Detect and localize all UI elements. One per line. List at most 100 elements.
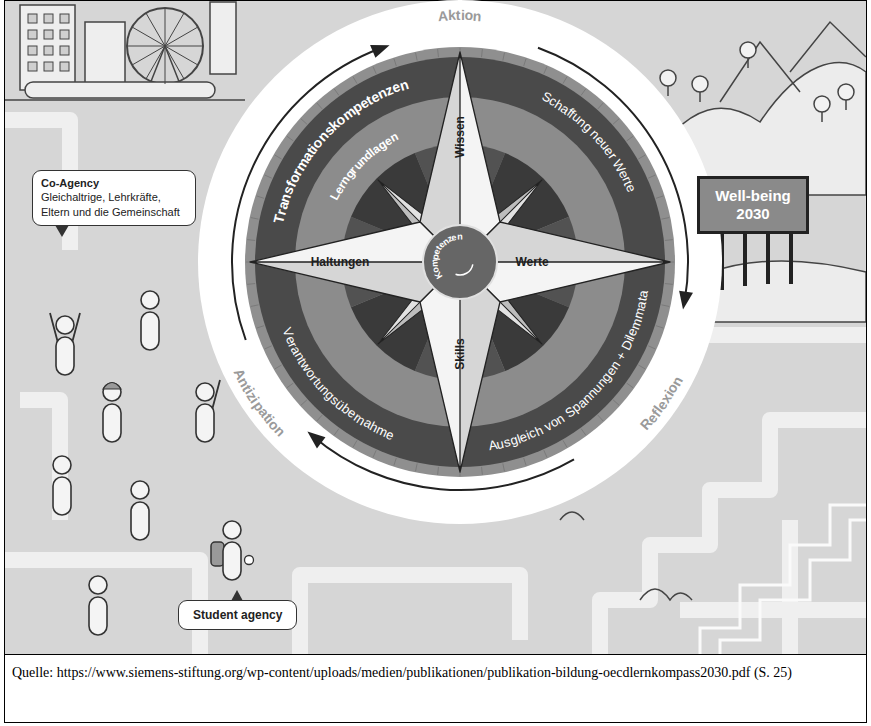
disc [198,0,722,524]
mountains [720,22,866,102]
body [103,404,121,442]
ring-letter: e [432,247,442,255]
ferris-wheel [127,8,203,84]
rim [245,47,675,477]
ring-letter: n [668,373,684,387]
ring-letter: k [448,8,456,22]
core-circle: Kompetenzen [422,224,498,300]
tick [627,383,633,388]
body [131,502,149,540]
backpack [211,542,224,566]
ring-letter: t [311,375,323,386]
bush [560,512,584,520]
tick [503,463,505,471]
ring-letter: h [533,423,545,438]
ring-letter: n [457,232,463,241]
ring-letter: g [376,138,389,152]
tick [661,305,669,307]
ring-letter: a [275,200,291,212]
ring-letter: e [644,410,660,425]
ring-letter: u [495,436,505,450]
ring-letter: S [562,404,577,420]
ring-letter: c [547,94,559,109]
tick [394,458,396,466]
ring-letter: n [554,411,567,426]
spoke [165,8,166,46]
ground-line [5,99,245,101]
tick [251,305,259,307]
spoke [165,46,166,84]
ring-letter: u [570,110,584,125]
ring-letter: f [564,105,575,118]
point-label: Haltungen [311,256,370,268]
ring-letter: d [361,148,374,162]
ring-letter: e [623,182,638,194]
ring-letter: t [296,356,309,366]
tree [838,84,854,110]
ring-letter: A [487,438,498,452]
tick [563,440,567,447]
tick [317,415,322,421]
road [600,420,866,654]
ring-letter: e [382,134,394,148]
ring-letter: g [508,433,519,448]
building [85,22,125,84]
head [89,576,107,594]
tick [581,429,586,435]
ring-letter: u [351,158,365,172]
ring-letter: n [580,391,594,405]
callout-heading: Co-Agency [41,176,187,190]
steps [700,505,866,654]
ring-letter: a [299,149,315,163]
head [56,316,74,334]
window [60,14,69,23]
tick [251,218,259,220]
compass-icon [245,556,254,565]
point-label: Werte [515,256,548,268]
ring-letter: p [431,253,441,260]
ring-letter: n [575,115,589,130]
train [25,82,215,98]
spoke [165,46,184,79]
arrow-head [370,45,389,58]
ring-letter: i [623,335,636,343]
crown [692,76,708,92]
ring-letter: o [664,381,680,396]
speech-bubble: Co-AgencyGleichaltrige, Lehrkräfte, Elte… [32,170,196,226]
tick [373,67,376,74]
tick [317,103,322,109]
tick [247,239,255,241]
windows [28,14,69,71]
bush [640,589,692,600]
ring-letter: K [433,270,444,280]
tick [437,467,439,475]
signboard: Well-being 2030 [697,176,809,234]
ring-letter: m [374,423,389,439]
map-ground [5,1,866,654]
ring-letter: m [628,316,644,331]
post [766,228,770,284]
core-arc [456,264,473,275]
ring-letter: h [368,420,380,435]
tree [692,76,708,102]
ring-letter: n [375,85,389,101]
foundation-ring: LerngrundlagenWissenWerteSkillsHaltungen… [295,97,625,427]
tick [265,175,272,178]
ring-letter: n [277,191,293,204]
person [131,481,149,540]
ring-letter: m [631,306,646,320]
ring-letter: t [304,145,318,157]
ring-letter: t [622,178,635,187]
ring-letter: u [597,138,612,152]
ring-letter: r [351,410,362,423]
tick [661,218,669,220]
ring-letter: x [658,391,674,405]
ring-letter: c [527,426,538,441]
ring-letter: n [355,412,368,427]
ring-letter: s [329,393,343,407]
ring-letter: a [636,289,650,298]
tick [524,458,526,466]
ring-letter: u [313,378,328,392]
crown [660,70,676,86]
post [743,228,747,286]
